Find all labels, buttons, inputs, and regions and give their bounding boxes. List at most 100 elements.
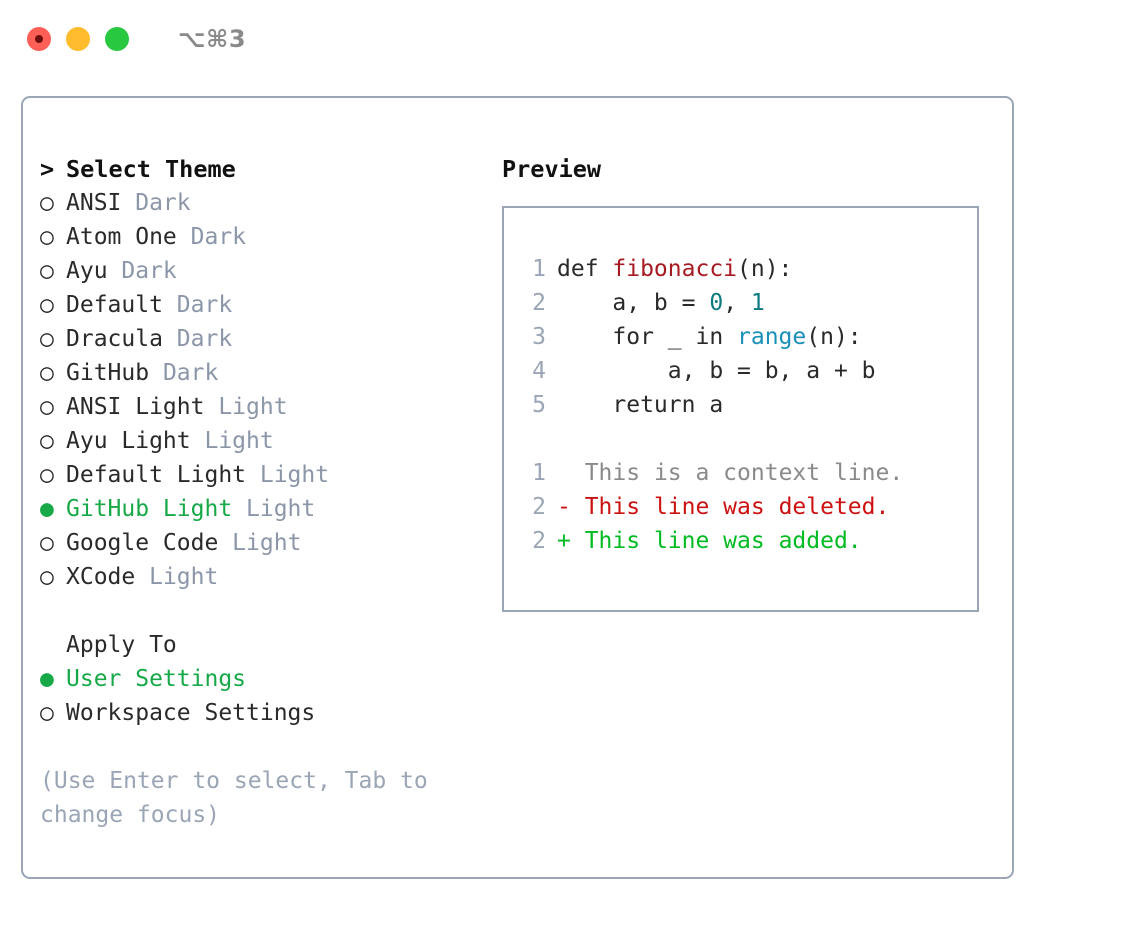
theme-variant-label: Dark — [149, 360, 219, 386]
theme-selector-column: > Select Theme ○ANSI Dark○Atom One Dark○… — [40, 152, 490, 832]
window-controls — [27, 27, 129, 51]
radio-unselected-icon: ○ — [40, 326, 54, 352]
theme-name-label: ANSI Light — [66, 394, 205, 420]
apply-to-list: ● User Settings ○Workspace Settings — [40, 662, 490, 730]
code-line: 2 a, b = 0, 1 — [504, 286, 977, 320]
diff-spacer — [504, 422, 977, 456]
diff-sign: - — [557, 494, 571, 520]
theme-name-label: Ayu Light — [66, 428, 191, 454]
diff-line-number: 1 — [532, 460, 546, 486]
theme-name-label: Default Light — [66, 462, 247, 488]
keyboard-hint-text: (Use Enter to select, Tab to change focu… — [40, 768, 442, 828]
radio-unselected-icon: ○ — [40, 394, 54, 420]
code-line-number: 1 — [532, 256, 546, 282]
theme-list-item[interactable]: ○ Ayu Dark — [40, 254, 490, 288]
theme-name-label: Default — [66, 292, 163, 318]
theme-picker-heading-label: Select Theme — [66, 155, 236, 183]
diff-line: 2 + This line was added. — [504, 524, 977, 558]
theme-name-label: XCode — [66, 564, 136, 590]
code-line-number: 2 — [532, 290, 546, 316]
theme-variant-label: Dark — [162, 326, 233, 352]
radio-unselected-icon: ○ — [40, 428, 54, 454]
preview-title: Preview — [502, 155, 602, 183]
code-token: for _ in — [557, 324, 738, 350]
theme-variant-label: Dark — [121, 190, 191, 216]
radio-unselected-icon: ○ — [40, 462, 54, 488]
prompt-caret-icon: > — [40, 155, 69, 183]
radio-selected-icon: ● — [40, 496, 54, 522]
code-token: a, b = — [557, 290, 710, 316]
diff-line-number: 2 — [532, 494, 546, 520]
content-panel: > Select Theme ○ANSI Dark○Atom One Dark○… — [21, 96, 1014, 879]
theme-list-item[interactable]: ○ Ayu Light Light — [40, 424, 490, 458]
theme-list-item[interactable]: ○Default Dark — [40, 288, 490, 322]
diff-sign: + — [557, 528, 571, 554]
radio-unselected-icon: ○ — [40, 258, 54, 284]
theme-variant-label: Light — [232, 496, 316, 522]
radio-unselected-icon: ○ — [40, 190, 54, 216]
theme-variant-label: Light — [135, 564, 219, 590]
code-token: , — [723, 290, 751, 316]
theme-name-label: Ayu — [66, 258, 108, 284]
code-token: 1 — [750, 290, 765, 316]
theme-variant-label: Light — [218, 530, 302, 556]
apply-to-title-label: Apply To — [66, 632, 177, 658]
theme-list: ○ANSI Dark○Atom One Dark○Ayu Dark○Defaul… — [40, 186, 490, 594]
theme-list-item[interactable]: ○ Default Light Light — [40, 458, 490, 492]
close-button[interactable] — [27, 27, 51, 51]
radio-unselected-icon: ○ — [40, 530, 54, 556]
theme-variant-label: Light — [204, 394, 288, 420]
theme-name-label: Atom One — [66, 224, 177, 250]
maximize-button[interactable] — [105, 27, 129, 51]
theme-list-item[interactable]: ●GitHub Light Light — [40, 492, 490, 526]
radio-unselected-icon: ○ — [40, 360, 54, 386]
diff-sample: 1 This is a context line.2- This line wa… — [504, 456, 977, 558]
apply-to-option-label: User Settings — [66, 666, 247, 692]
diff-text: This is a context line. — [570, 460, 904, 486]
diff-text: This line was added. — [570, 528, 862, 554]
code-token: a, b = b, a + b — [557, 358, 876, 384]
theme-list-item[interactable]: ○ Dracula Dark — [40, 322, 490, 356]
code-token: range — [737, 324, 807, 350]
minimize-button[interactable] — [66, 27, 90, 51]
diff-line: 2- This line was deleted. — [504, 490, 977, 524]
code-token: (n): — [806, 324, 862, 350]
radio-selected-icon: ● — [40, 666, 54, 692]
keyboard-shortcut-label: ⌥⌘3 — [178, 25, 247, 53]
code-line: 1 def fibonacci(n): — [504, 252, 977, 286]
apply-to-option[interactable]: ● User Settings — [40, 662, 490, 696]
code-token: (n): — [737, 256, 793, 282]
theme-list-item[interactable]: ○Google Code Light — [40, 526, 490, 560]
apply-to-option[interactable]: ○Workspace Settings — [40, 696, 490, 730]
diff-line: 1 This is a context line. — [504, 456, 977, 490]
code-line: 3 for _ in range(n): — [504, 320, 977, 354]
radio-unselected-icon: ○ — [40, 700, 54, 726]
code-token: fibonacci — [612, 256, 738, 282]
title-bar: ⌥⌘3 — [0, 0, 1140, 78]
code-line-number: 5 — [532, 392, 546, 418]
theme-list-item[interactable]: ○ GitHub Dark — [40, 356, 490, 390]
theme-name-label: GitHub — [66, 360, 150, 386]
diff-line-number: 2 — [532, 528, 546, 554]
code-line-number: 3 — [532, 324, 546, 350]
code-token: return a — [557, 392, 724, 418]
theme-list-item[interactable]: ○ANSI Dark — [40, 186, 490, 220]
section-spacer — [40, 594, 490, 628]
diff-text: This line was deleted. — [570, 494, 890, 520]
code-line-number: 4 — [532, 358, 546, 384]
theme-variant-label: Light — [246, 462, 330, 488]
apply-to-title: Apply To — [40, 628, 490, 662]
radio-unselected-icon: ○ — [40, 564, 54, 590]
theme-variant-label: Dark — [176, 224, 247, 250]
code-line: 4 a, b = b, a + b — [504, 354, 977, 388]
theme-list-item[interactable]: ○ XCode Light — [40, 560, 490, 594]
diff-sign — [557, 460, 571, 486]
code-token: def — [557, 256, 613, 282]
theme-name-label: Dracula — [66, 326, 163, 352]
theme-list-item[interactable]: ○ ANSI Light Light — [40, 390, 490, 424]
theme-variant-label: Dark — [107, 258, 177, 284]
theme-variant-label: Light — [190, 428, 274, 454]
theme-list-item[interactable]: ○Atom One Dark — [40, 220, 490, 254]
